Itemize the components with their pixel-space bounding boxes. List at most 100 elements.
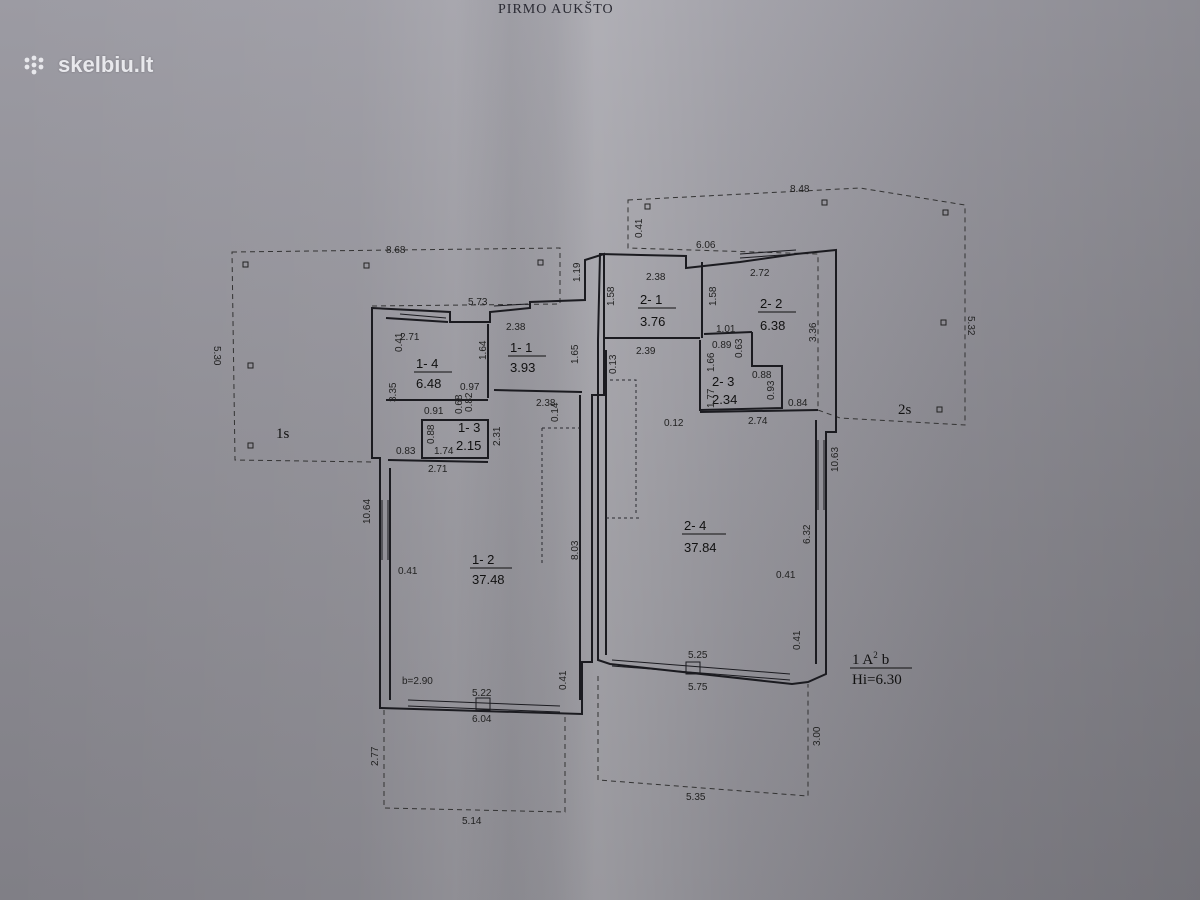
dim-r24-step: 0.12 — [664, 418, 684, 429]
dim-r14-h: 3.35 — [388, 382, 399, 402]
window-line — [739, 253, 797, 259]
left-terrace-outline — [231, 247, 561, 463]
dim-right-porch-w: 5.35 — [686, 792, 706, 803]
left-terrace-label: 1s — [276, 426, 290, 442]
dim-r13-g: 0.68 — [454, 394, 465, 414]
dim-r12-wall: 0.14 — [550, 402, 561, 422]
dim-r24-wall-corner: 0.41 — [792, 630, 803, 650]
room-1-4-area: 6.48 — [416, 376, 441, 391]
room-2-4-id: 2- 4 — [684, 518, 706, 533]
room-2-4-area: 37.84 — [684, 540, 717, 555]
dim-r24-top: 2.39 — [636, 346, 656, 357]
terrace-posts — [242, 199, 949, 449]
dim-left-terrace-height: 5.30 — [211, 346, 222, 366]
room-2-4-top-wall — [699, 409, 819, 413]
dim-r12-wall-right: 0.41 — [558, 670, 569, 690]
dim-r24-wall: 0.13 — [608, 354, 619, 374]
dim-r12-top: 2.38 — [536, 398, 556, 409]
dim-r23-c: 1.66 — [706, 352, 717, 372]
window-line — [493, 303, 529, 307]
window-line — [611, 665, 791, 681]
windows — [381, 249, 825, 713]
right-porch-outline — [597, 676, 809, 797]
walls — [371, 248, 837, 716]
left-porch-outline — [383, 710, 566, 813]
watermark-text: skelbiu.lt — [58, 52, 154, 77]
window-line — [739, 249, 797, 255]
post — [942, 209, 949, 216]
dim-r23-b: 0.89 — [712, 340, 732, 351]
dim-r13-e: 2.31 — [492, 426, 503, 446]
room-2-2-id: 2- 2 — [760, 296, 782, 311]
dim-r23-h: 0.84 — [788, 398, 808, 409]
room-1-1-area: 3.93 — [510, 360, 535, 375]
dim-left-terrace-width: 8.68 — [386, 245, 406, 256]
room-2-2-area: 6.38 — [760, 318, 785, 333]
post — [644, 203, 651, 210]
dim-r21-h: 1.58 — [606, 286, 617, 306]
dim-r22-h: 1.58 — [708, 286, 719, 306]
dim-r14-wall: 0.41 — [394, 332, 405, 352]
legend-sup: 2 — [873, 650, 878, 660]
post — [537, 259, 544, 266]
dim-right-top: 6.06 — [696, 240, 716, 251]
room-1-1-id: 1- 1 — [510, 340, 532, 355]
dim-r12-wall-left: 0.41 — [398, 566, 418, 577]
dim-right-terrace-height: 5.32 — [965, 316, 976, 336]
dim-r24-wall-right: 0.41 — [776, 570, 796, 581]
room-1-2-id: 1- 2 — [472, 552, 494, 567]
dim-r12-depth: 8.03 — [570, 540, 581, 560]
window-line — [611, 659, 791, 675]
dim-r23-g: 1.77 — [706, 388, 717, 408]
dim-r11-h: 1.65 — [570, 344, 581, 364]
dim-r22-side: 3.36 — [808, 322, 819, 342]
dim-r12-left: 10.64 — [362, 499, 373, 524]
window-line — [407, 705, 561, 713]
dim-right-porch-h: 3.00 — [812, 726, 823, 746]
post — [242, 261, 249, 268]
terraces — [231, 187, 966, 813]
stair-line-right — [610, 379, 637, 516]
dim-right-terrace-offset: 0.41 — [634, 218, 645, 238]
sheet-heading: PIRMO AUKŠTO — [498, 2, 614, 17]
dim-left-porch-h: 2.77 — [370, 746, 381, 766]
post — [247, 362, 254, 369]
post — [936, 406, 943, 413]
dim-r14-side: 1.64 — [478, 340, 489, 360]
dim-left-top: 5.73 — [468, 297, 488, 308]
dim-left-step: 1.19 — [572, 262, 583, 282]
stair-lines — [541, 379, 640, 566]
dim-r11-w: 2.38 — [506, 322, 526, 333]
room-2-1-area: 3.76 — [640, 314, 665, 329]
dim-r13-d: 1.74 — [434, 446, 454, 457]
dim-r24-window: 5.25 — [688, 650, 708, 661]
dim-r23-a: 1.01 — [716, 324, 736, 335]
watermark-logo-icon — [24, 55, 44, 75]
window-mullion — [685, 661, 701, 675]
right-terrace-label: 2s — [898, 402, 912, 418]
right-terrace-outline — [627, 187, 966, 426]
dim-r24-w: 2.74 — [748, 416, 768, 427]
svg-text:1 A2b: 1 A2b — [852, 650, 889, 668]
dim-r14-w: 2.71 — [400, 332, 420, 343]
room-2-3-id: 2- 3 — [712, 374, 734, 389]
dim-r12-bottom-top: 2.71 — [428, 464, 448, 475]
paper-fold-shadow — [455, 0, 595, 900]
post — [940, 319, 947, 326]
dim-r13-f: 0.88 — [426, 424, 437, 444]
dim-r12-outer: 6.04 — [472, 714, 492, 725]
room-1-4-id: 1- 4 — [416, 356, 438, 371]
window-line — [407, 699, 561, 707]
dim-left-porch-w: 5.14 — [462, 816, 482, 827]
watermark: skelbiu.lt — [22, 52, 153, 78]
right-unit-outer-wall — [597, 248, 837, 686]
left-unit-outer-wall — [371, 252, 605, 716]
left-unit-inner-wall — [385, 317, 449, 323]
window-line — [399, 313, 447, 319]
dim-r13-b: 0.91 — [424, 406, 444, 417]
room-2-3-area: 2.34 — [712, 392, 737, 407]
dim-r23-e: 0.88 — [752, 370, 772, 381]
room-1-1-bottom-wall — [493, 389, 583, 393]
